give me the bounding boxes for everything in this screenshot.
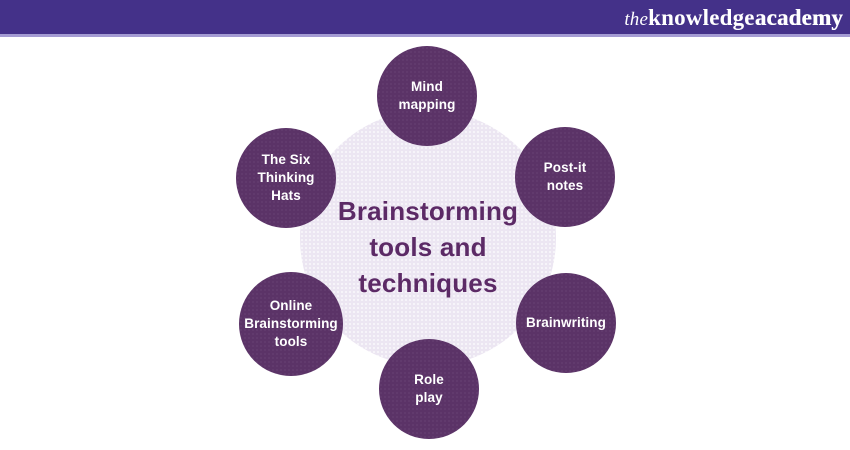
logo-academy: academy	[754, 4, 843, 30]
logo-knowledge: knowledge	[648, 4, 755, 30]
node-brainwriting: Brainwriting	[516, 273, 616, 373]
header-bar: theknowledgeacademy	[0, 0, 850, 37]
logo-the: the	[624, 8, 649, 30]
node-brainwriting-label: Brainwriting	[526, 314, 606, 330]
knowledge-academy-logo: theknowledgeacademy	[624, 6, 843, 29]
